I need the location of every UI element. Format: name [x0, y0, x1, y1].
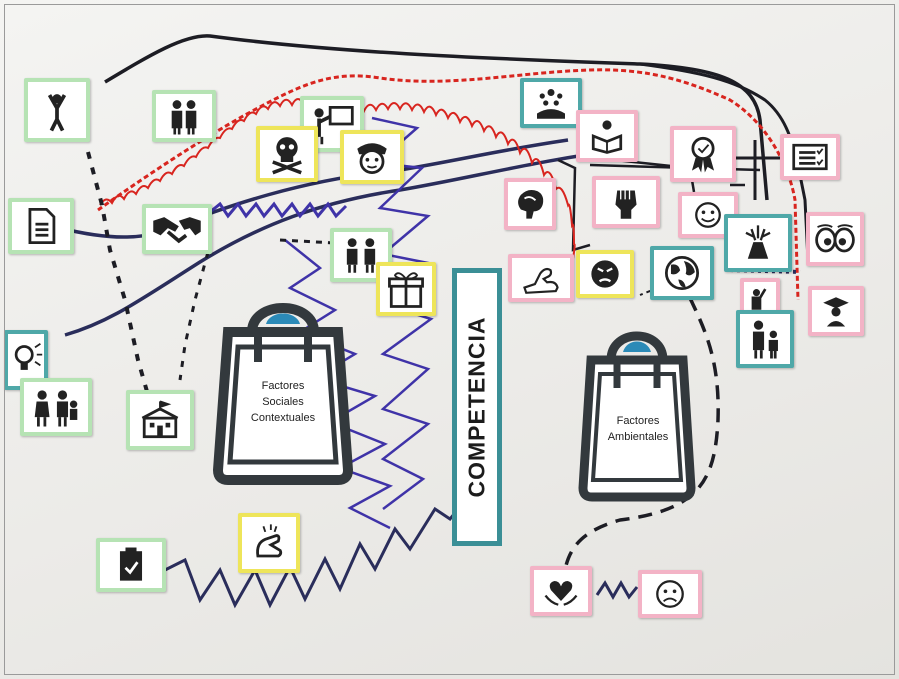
red-curly-line	[97, 68, 800, 301]
dashed-right-line	[563, 297, 720, 571]
dashed-mid-line	[178, 251, 210, 381]
volcano-head-icon	[724, 214, 792, 272]
award-ribbon-icon	[670, 126, 736, 182]
dashed-gift-line	[279, 238, 336, 245]
two-people-icon	[330, 228, 392, 282]
left-bag-label-line: Sociales	[262, 396, 304, 408]
navy-middle-line	[59, 138, 569, 239]
raised-fist-icon	[592, 176, 660, 228]
graduate-icon	[808, 286, 864, 336]
handshake-icon	[142, 204, 212, 254]
clipboard-check-icon	[96, 538, 166, 592]
skull-crossbones-icon	[256, 126, 318, 182]
black-top-line	[104, 34, 769, 201]
purple-zigzag-top	[209, 201, 348, 219]
right-bag-label-line: Ambientales	[607, 431, 669, 443]
left-bag-label-line: Factores	[261, 380, 305, 392]
parent-child-icon	[736, 310, 794, 368]
finger-snap-icon	[238, 513, 300, 573]
purple-zigzag-small	[595, 579, 639, 601]
checklist-icon	[780, 134, 840, 180]
black-short-connector	[735, 140, 780, 200]
group-star-icon	[520, 78, 582, 128]
angry-face-icon	[576, 250, 634, 298]
right-bag-icon	[578, 331, 696, 502]
document-icon	[8, 198, 74, 254]
competencia-banner: COMPETENCIA	[452, 268, 502, 546]
hand-raise-icon	[740, 278, 780, 316]
left-bag-label-line: Contextuales	[250, 412, 316, 424]
wide-eyes-icon	[806, 212, 864, 266]
navy-lower-line	[64, 148, 621, 337]
heart-hands-icon	[530, 566, 592, 616]
right-bag-label: Factores Ambientales	[578, 413, 698, 445]
school-icon	[126, 390, 194, 450]
competencia-title: COMPETENCIA	[463, 316, 490, 498]
gift-icon	[376, 262, 436, 316]
left-bag-label: Factores Sociales Contextuales	[223, 378, 343, 426]
family-icon	[20, 378, 92, 436]
sad-face-icon	[638, 570, 702, 618]
purple-zigzag-bottom	[164, 488, 477, 609]
brain-icon	[504, 178, 556, 230]
right-bag-label-line: Factores	[616, 415, 660, 427]
earth-globe-icon	[650, 246, 714, 300]
cheering-person-icon	[24, 78, 90, 142]
police-officer-icon	[340, 130, 404, 184]
smiley-face-icon	[678, 192, 738, 238]
left-bag-icon	[212, 303, 354, 485]
reading-person-icon	[576, 110, 638, 162]
flexed-arm-icon	[508, 254, 574, 302]
couple-icon	[152, 90, 216, 142]
